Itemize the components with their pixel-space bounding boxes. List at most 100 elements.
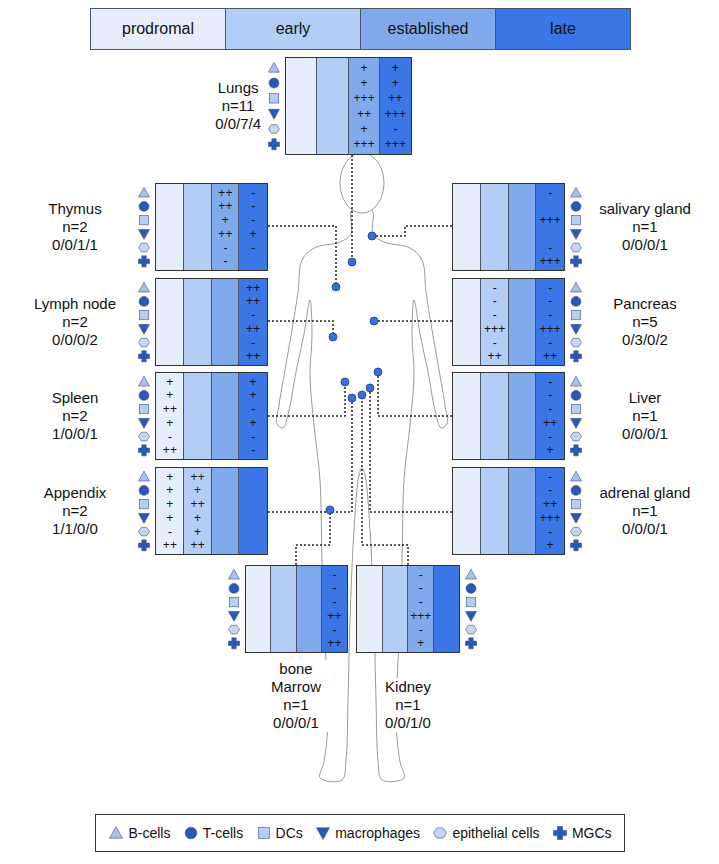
stage-counts: 1/1/0/0	[44, 520, 107, 538]
cell-type-symbol	[269, 94, 278, 103]
organ-name: salivary gland	[599, 200, 691, 218]
expression-score: -	[493, 295, 497, 307]
organ-label: Pancreasn=50/3/0/2	[611, 295, 678, 349]
expression-score: +++	[540, 255, 561, 267]
expression-score: +	[361, 123, 368, 135]
stage-counts: 0/0/7/4	[215, 115, 261, 133]
cell-type-symbol	[571, 338, 582, 347]
cell-type-symbol	[139, 201, 149, 211]
legend-item: epithelial cells	[432, 825, 539, 841]
stage-column	[297, 566, 322, 652]
stage-column	[481, 373, 509, 459]
cell-type-symbol	[571, 418, 582, 428]
stage-column	[317, 58, 348, 154]
legend-symbol	[434, 828, 447, 838]
cell-type-symbol	[139, 310, 148, 319]
expression-score: +	[222, 214, 229, 226]
leader-line	[268, 321, 333, 337]
organ-name: Lungs	[215, 79, 261, 97]
organ-panel: ++++++++++++++++++-+++Lungsn=110/0/7/4	[285, 57, 412, 155]
stage-counts: 0/0/0/1	[260, 714, 332, 732]
cell-type-symbol	[466, 625, 477, 634]
organ-name: Appendix	[44, 484, 107, 502]
legend-label: B-cells	[128, 825, 170, 841]
leader-lines	[268, 155, 452, 565]
leader-line	[351, 155, 353, 262]
stage-column	[239, 468, 267, 554]
expression-score: +++	[410, 610, 431, 622]
expression-score: +	[547, 539, 554, 551]
cell-type-symbol	[139, 445, 150, 456]
organ-panel: ---+++-+Kidneyn=10/0/1/0	[356, 565, 460, 653]
cell-type-symbol	[571, 445, 582, 456]
organ-label: Appendixn=21/1/0/0	[42, 484, 109, 538]
expression-score: ++	[163, 444, 177, 456]
expression-score: +++	[354, 138, 375, 150]
organ-dot	[326, 506, 334, 514]
cell-type-symbol	[571, 390, 581, 400]
expression-score: ++	[246, 323, 260, 335]
expression-score: +++	[385, 138, 406, 150]
organ-panel: -+++-+++salivary glandn=10/0/0/1	[452, 183, 565, 271]
expression-score: -	[419, 582, 423, 594]
expression-score: -	[332, 596, 336, 608]
leader-line	[268, 226, 336, 287]
expression-score: ++	[218, 187, 232, 199]
organ-label: Lungsn=110/0/7/4	[213, 79, 263, 133]
organ-panel: ---++-++bone Marrown=10/0/0/1	[245, 565, 348, 653]
legend-symbol	[110, 827, 123, 839]
organ-name: bone Marrow	[260, 660, 332, 696]
organ-dot	[358, 391, 366, 399]
stage-column	[357, 566, 383, 652]
cell-type-symbol	[571, 310, 580, 319]
expression-score: +	[250, 376, 257, 388]
stage-counts: 0/0/0/1	[622, 425, 668, 443]
cell-type-symbol	[139, 527, 150, 536]
legend-symbol	[315, 825, 331, 841]
expression-score: -	[251, 309, 255, 321]
cell-type-symbol	[571, 540, 582, 551]
case-count: n=5	[613, 313, 676, 331]
expression-score: -	[332, 624, 336, 636]
cell-type-symbol	[139, 256, 150, 267]
cell-type-symbol	[139, 282, 150, 292]
cell-type-symbol	[139, 187, 150, 197]
legend-symbol	[183, 825, 199, 841]
expression-score: -	[548, 242, 552, 254]
expression-score: +	[392, 77, 399, 89]
expression-score: -	[548, 295, 552, 307]
expression-score: -	[251, 214, 255, 226]
stage-column	[184, 373, 212, 459]
expression-score: -	[548, 471, 552, 483]
expression-score: +	[194, 512, 201, 524]
cell-type-symbol	[139, 540, 150, 551]
cell-type-symbol	[139, 215, 148, 224]
expression-score: -	[548, 526, 552, 538]
head-outline	[340, 153, 384, 213]
cell-type-symbol	[571, 527, 582, 536]
legend-symbol	[553, 827, 566, 840]
expression-score: -	[419, 624, 423, 636]
cell-type-symbol	[139, 471, 150, 481]
expression-score: +++	[540, 512, 561, 524]
expression-score: -	[493, 282, 497, 294]
legend-label: T-cells	[203, 825, 243, 841]
stage-counts: 0/0/0/2	[34, 331, 116, 349]
cell-type-symbol	[571, 432, 582, 441]
expression-score: -	[332, 582, 336, 594]
cell-type-symbol	[139, 432, 150, 441]
stage-counts: 1/0/0/1	[52, 425, 99, 443]
expression-score: -	[223, 255, 227, 267]
expression-score: ++	[246, 295, 260, 307]
legend-symbol	[108, 825, 124, 841]
case-count: n=2	[34, 313, 116, 331]
expression-score: -	[548, 337, 552, 349]
cell-type-symbol	[139, 338, 150, 347]
leader-line	[378, 372, 452, 416]
legend-symbol	[432, 825, 448, 841]
organ-label: adrenal glandn=10/0/0/1	[598, 484, 693, 538]
legend-item: B-cells	[108, 825, 170, 841]
organ-name: Lymph node	[34, 295, 116, 313]
expression-score: +	[547, 444, 554, 456]
